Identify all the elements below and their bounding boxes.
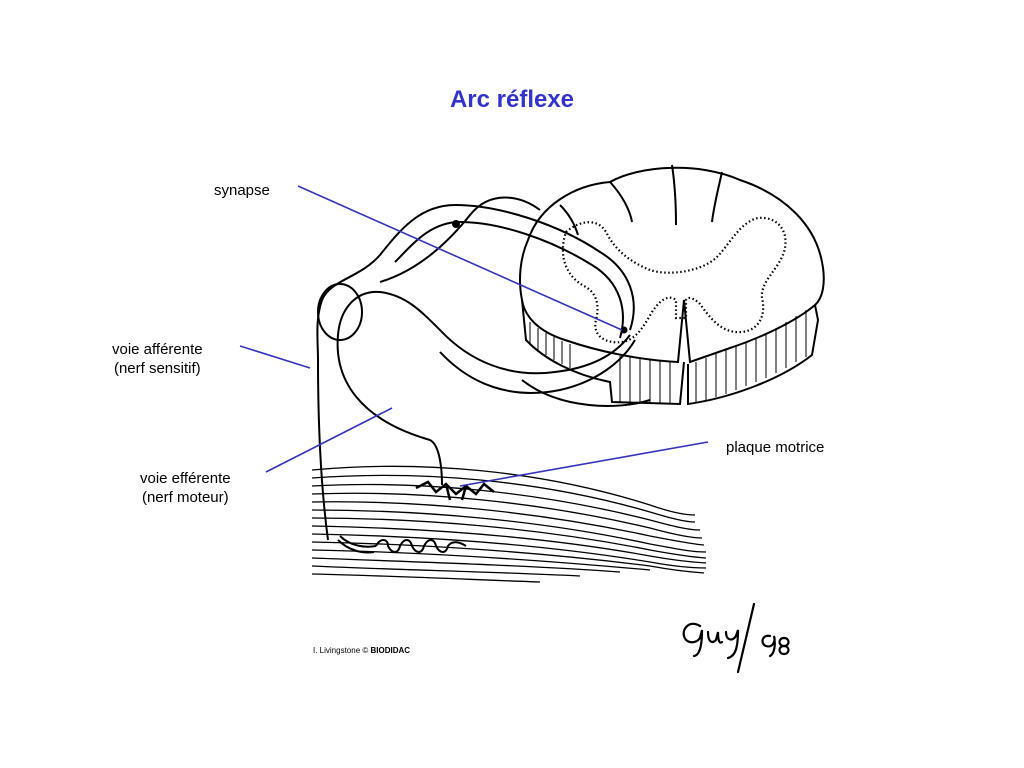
synapse-label: synapse <box>214 181 270 200</box>
signature <box>682 602 790 674</box>
efferent-leader-line <box>265 407 393 473</box>
leader-lines <box>239 185 709 487</box>
efferent-label-line2: (nerf moteur) <box>141 489 229 506</box>
motor-plate-label-text: plaque motrice <box>726 439 825 456</box>
grey-matter <box>561 216 787 344</box>
muscle <box>311 465 707 583</box>
page-title: Arc réflexe <box>449 86 575 113</box>
motor-end-plate-icon <box>415 480 495 501</box>
motor-plate-label: plaque motrice <box>726 438 824 457</box>
credit-author: I. Livingstone © <box>313 646 369 655</box>
motor-plate-leader-line <box>459 441 709 487</box>
credit-publisher: BIODIDAC <box>370 646 411 655</box>
nerve-pathways <box>316 196 651 541</box>
synapse-label-text: synapse <box>214 182 270 199</box>
afferent-label-line1: voie afférente <box>112 341 203 358</box>
diagram-panel <box>300 152 850 682</box>
muscle-spindle-icon <box>337 535 467 554</box>
image-credit: I. Livingstone © BIODIDAC <box>313 646 410 655</box>
afferent-pathway-label: voie afférente (nerf sensitif) <box>112 340 203 378</box>
afferent-label-line2: (nerf sensitif) <box>113 360 201 377</box>
efferent-pathway-label: voie efférente (nerf moteur) <box>140 469 231 507</box>
afferent-leader-line <box>239 345 311 369</box>
efferent-label-line1: voie efférente <box>140 470 231 487</box>
synapse-leader-line <box>297 185 623 331</box>
